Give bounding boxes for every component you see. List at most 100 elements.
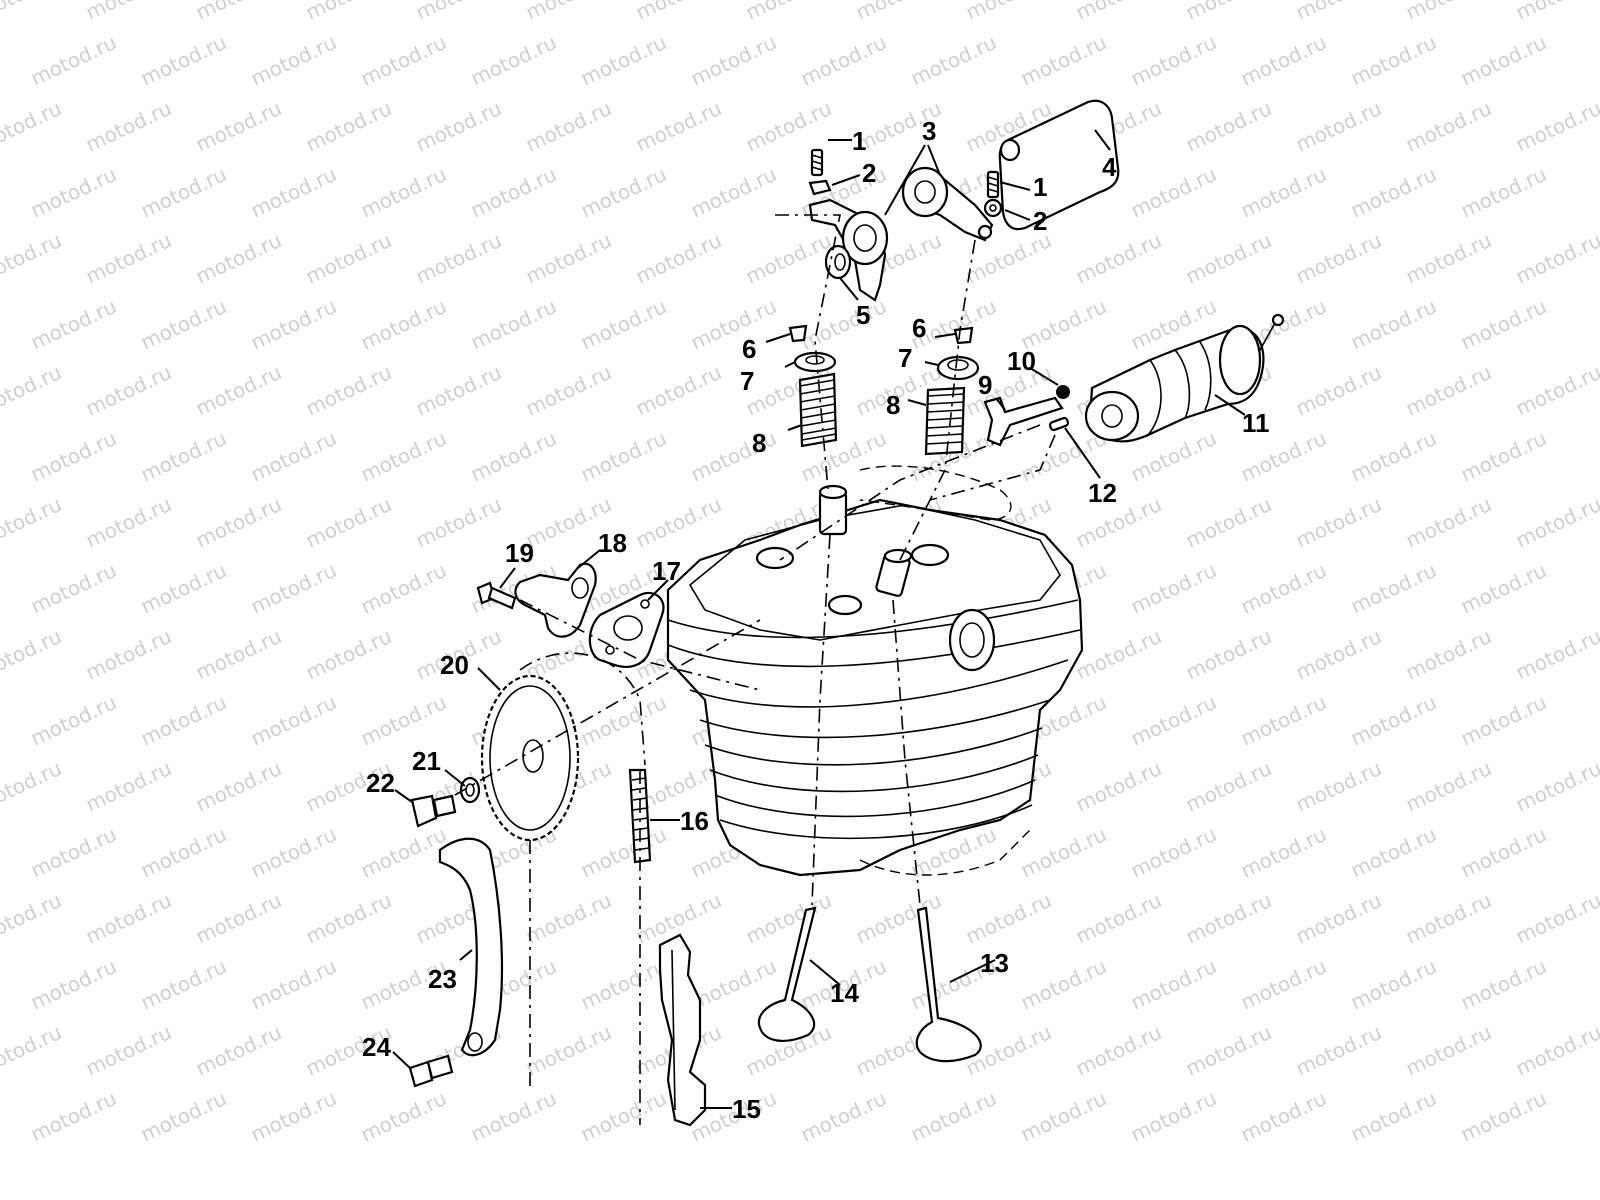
watermark-text: motod.ru (192, 888, 285, 949)
watermark-text: motod.ru (1292, 756, 1385, 817)
watermark-text: motod.ru (27, 954, 120, 1015)
watermark-text: motod.ru (522, 1020, 615, 1081)
watermark-text: motod.ru (1292, 360, 1385, 421)
watermark-text: motod.ru (1512, 492, 1600, 553)
watermark-text: motod.ru (302, 492, 395, 553)
rocker-arm-left (808, 198, 889, 302)
watermark-text: motod.ru (1127, 822, 1220, 883)
watermark-text: motod.ru (0, 756, 65, 817)
watermark-text: motod.ru (852, 888, 945, 949)
watermark-text: motod.ru (577, 822, 670, 883)
watermark-text: motod.ru (0, 1020, 65, 1081)
watermark-text: motod.ru (1182, 624, 1275, 685)
watermark-text: motod.ru (467, 1086, 560, 1147)
watermark-text: motod.ru (247, 162, 340, 223)
watermark-text: motod.ru (1402, 228, 1495, 289)
valve-spring-left (798, 372, 838, 448)
watermark-text: motod.ru (1072, 756, 1165, 817)
watermark-text: motod.ru (1347, 162, 1440, 223)
callout-13: 13 (980, 948, 1009, 978)
watermark-text: motod.ru (357, 558, 450, 619)
leader-lines (392, 129, 1246, 1109)
watermark-text: motod.ru (742, 0, 835, 25)
watermark-text: motod.ru (1457, 162, 1550, 223)
watermark-text: motod.ru (357, 1086, 450, 1147)
watermark-text: motod.ru (632, 360, 725, 421)
camshaft (1084, 313, 1285, 443)
dowel-pin (1048, 416, 1070, 432)
valve-keeper-left (788, 324, 808, 343)
callout-5: 5 (856, 300, 870, 330)
watermark-text: motod.ru (1347, 558, 1440, 619)
watermark-text: motod.ru (467, 30, 560, 91)
callout-1-right: 1 (1033, 172, 1047, 202)
watermark-text: motod.ru (1402, 492, 1495, 553)
callout-8-left: 8 (752, 428, 766, 458)
watermark-text: motod.ru (522, 228, 615, 289)
watermark-text: motod.ru (27, 162, 120, 223)
watermark-text: motod.ru (1512, 624, 1600, 685)
watermark-text: motod.ru (1292, 96, 1385, 157)
watermark-text: motod.ru (467, 294, 560, 355)
watermark-text: motod.ru (1127, 30, 1220, 91)
watermark-text: motod.ru (742, 96, 835, 157)
watermark-text: motod.ru (1072, 624, 1165, 685)
watermark-text: motod.ru (192, 756, 285, 817)
watermark-text: motod.ru (247, 426, 340, 487)
watermark-text: motod.ru (247, 822, 340, 883)
watermark-text: motod.ru (797, 294, 890, 355)
tensioner-gasket (588, 591, 665, 668)
watermark-text: motod.ru (467, 426, 560, 487)
watermark-text: motod.ru (1292, 1020, 1385, 1081)
callout-18: 18 (598, 528, 627, 558)
watermark-text: motod.ru (1237, 954, 1330, 1015)
watermark-text: motod.ru (1072, 1020, 1165, 1081)
watermark-text: motod.ru (1457, 426, 1550, 487)
watermark-text: motod.ru (1347, 690, 1440, 751)
watermark-text: motod.ru (1512, 756, 1600, 817)
watermark-text: motod.ru (192, 1020, 285, 1081)
watermark-text: motod.ru (907, 1086, 1000, 1147)
watermark-text: motod.ru (82, 360, 175, 421)
callout-14: 14 (830, 978, 859, 1008)
watermark-text: motod.ru (632, 228, 725, 289)
watermark-text: motod.ru (192, 228, 285, 289)
watermark-text: motod.ru (412, 228, 505, 289)
watermark-text: motod.ru (27, 426, 120, 487)
callout-12: 12 (1088, 478, 1117, 508)
watermark-text: motod.ru (1182, 1020, 1275, 1081)
watermark-text: motod.ru (247, 294, 340, 355)
callout-22: 22 (366, 768, 395, 798)
watermark-text: motod.ru (1017, 822, 1110, 883)
watermark-text: motod.ru (137, 954, 230, 1015)
cam-chain-guide (658, 933, 707, 1127)
callout-9: 9 (978, 370, 992, 400)
watermark-text: motod.ru (357, 30, 450, 91)
watermark-text: motod.ru (1182, 492, 1275, 553)
watermark-text: motod.ru (962, 0, 1055, 25)
watermark-text: motod.ru (137, 294, 230, 355)
watermark-text: motod.ru (302, 888, 395, 949)
intake-valve (757, 906, 817, 1042)
watermark-text: motod.ru (632, 96, 725, 157)
watermark-text: motod.ru (1457, 822, 1550, 883)
watermark-text: motod.ru (1347, 1086, 1440, 1147)
watermark-text: motod.ru (1237, 162, 1330, 223)
watermark-text: motod.ru (82, 888, 175, 949)
watermark-text: motod.ru (742, 888, 835, 949)
watermark-text: motod.ru (1457, 954, 1550, 1015)
watermark-text: motod.ru (27, 558, 120, 619)
rocker-shaft (998, 99, 1120, 231)
callout-6-left: 6 (742, 334, 756, 364)
cam-sprocket (480, 674, 580, 842)
watermark-text: motod.ru (1182, 228, 1275, 289)
watermark-text: motod.ru (522, 888, 615, 949)
rocker-arm-right (901, 166, 994, 242)
watermark-text: motod.ru (247, 1086, 340, 1147)
watermark-text: motod.ru (0, 624, 65, 685)
adjuster-screw-right (986, 170, 1000, 199)
callout-2-right: 2 (1033, 206, 1047, 236)
watermark-text: motod.ru (0, 360, 65, 421)
watermark-text: motod.ru (522, 0, 615, 25)
